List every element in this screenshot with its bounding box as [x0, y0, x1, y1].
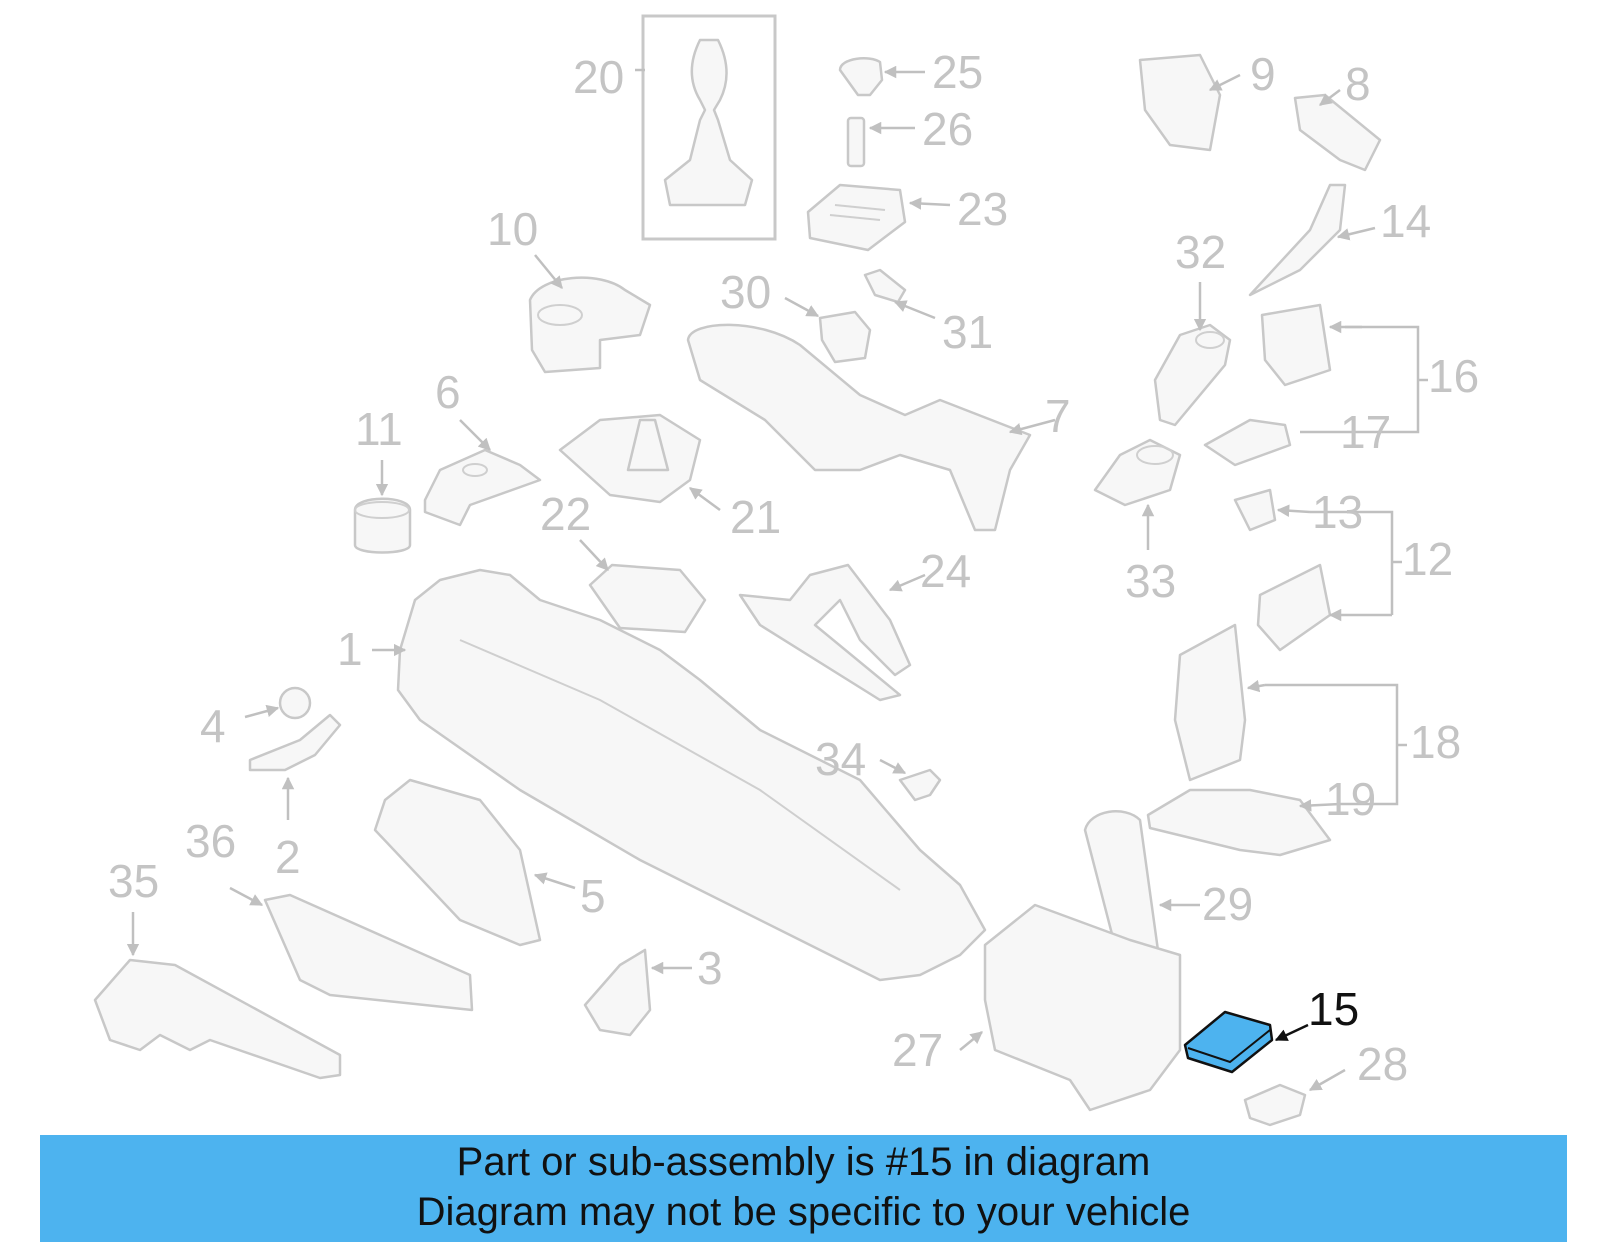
callout-12: 12 — [1402, 533, 1453, 585]
callout-33: 33 — [1125, 555, 1176, 607]
part-6-cover — [423, 448, 542, 527]
part-34-clip — [898, 768, 942, 802]
callout-27: 27 — [892, 1024, 943, 1076]
part-5-panel — [373, 778, 542, 947]
part-31-bulb — [863, 268, 907, 304]
callout-3: 3 — [697, 942, 723, 994]
part-26-sleeve — [846, 116, 866, 168]
part-4-cap — [278, 686, 312, 720]
part-17-bracket — [1203, 418, 1292, 467]
part-2-bracket — [248, 713, 342, 772]
part-13-switch — [1233, 488, 1277, 532]
part-32-socket — [1153, 323, 1232, 427]
part-16-panel — [1260, 303, 1332, 387]
part-30-switch — [818, 310, 872, 364]
callout-24: 24 — [920, 545, 971, 597]
callout-15-highlighted: 15 — [1308, 983, 1359, 1035]
callout-19: 19 — [1325, 773, 1376, 825]
leader-lines — [126, 65, 1428, 1092]
callout-1: 1 — [337, 623, 363, 675]
callout-labels: 20 25 26 23 10 30 31 7 11 6 21 22 24 1 4… — [108, 46, 1479, 1090]
callout-29: 29 — [1202, 878, 1253, 930]
callout-9: 9 — [1250, 48, 1276, 100]
callout-36: 36 — [185, 815, 236, 867]
part-15-cover-highlighted[interactable] — [1183, 1010, 1274, 1074]
part-18-panel — [1173, 623, 1247, 782]
callout-13: 13 — [1312, 486, 1363, 538]
part-14-trim — [1248, 183, 1347, 297]
part-7-console-top — [686, 323, 1032, 532]
caption-line-2: Diagram may not be specific to your vehi… — [416, 1190, 1191, 1234]
part-9-tray — [1138, 53, 1222, 152]
part-20-shift-boot — [641, 14, 777, 241]
callout-7: 7 — [1045, 390, 1071, 442]
part-29-handle — [1083, 810, 1162, 967]
callout-26: 26 — [922, 103, 973, 155]
callout-8: 8 — [1345, 58, 1371, 110]
callout-23: 23 — [957, 183, 1008, 235]
callout-11: 11 — [355, 403, 403, 455]
callout-21: 21 — [730, 491, 781, 543]
callout-35: 35 — [108, 855, 159, 907]
callout-5: 5 — [580, 870, 606, 922]
part-10-cupholder — [528, 276, 652, 374]
part-35-rail — [93, 958, 342, 1080]
part-12-panel — [1256, 563, 1332, 652]
callout-18: 18 — [1410, 716, 1461, 768]
callout-22: 22 — [540, 488, 591, 540]
callout-31: 31 — [942, 306, 993, 358]
part-21-boot-frame — [558, 413, 702, 504]
callout-32: 32 — [1175, 226, 1226, 278]
callout-28: 28 — [1357, 1038, 1408, 1090]
part-24-bracket — [738, 563, 912, 702]
caption-line-1: Part or sub-assembly is #15 in diagram — [456, 1140, 1151, 1184]
part-23-gate — [806, 183, 907, 252]
caption-banner: Part or sub-assembly is #15 in diagram D… — [40, 1135, 1567, 1242]
part-36-trim — [263, 893, 474, 1012]
callout-16: 16 — [1428, 350, 1479, 402]
callout-2: 2 — [275, 831, 301, 883]
callout-4: 4 — [200, 700, 226, 752]
part-19-tray — [1146, 788, 1332, 857]
part-25-knob — [838, 57, 884, 97]
callout-17: 17 — [1340, 406, 1391, 458]
callout-30: 30 — [720, 266, 771, 318]
callout-20: 20 — [573, 51, 624, 103]
part-28-clip — [1243, 1083, 1307, 1127]
callout-14: 14 — [1380, 195, 1431, 247]
part-27-housing — [983, 903, 1182, 1112]
part-1-console-base — [396, 568, 987, 982]
callout-25: 25 — [932, 46, 983, 98]
part-33-socket — [1093, 438, 1182, 507]
callout-34: 34 — [815, 733, 866, 785]
part-22-bezel — [588, 563, 707, 634]
callout-6: 6 — [435, 366, 461, 418]
callout-10: 10 — [487, 203, 538, 255]
part-11-grommet — [353, 497, 412, 554]
part-3-bracket — [583, 948, 652, 1037]
